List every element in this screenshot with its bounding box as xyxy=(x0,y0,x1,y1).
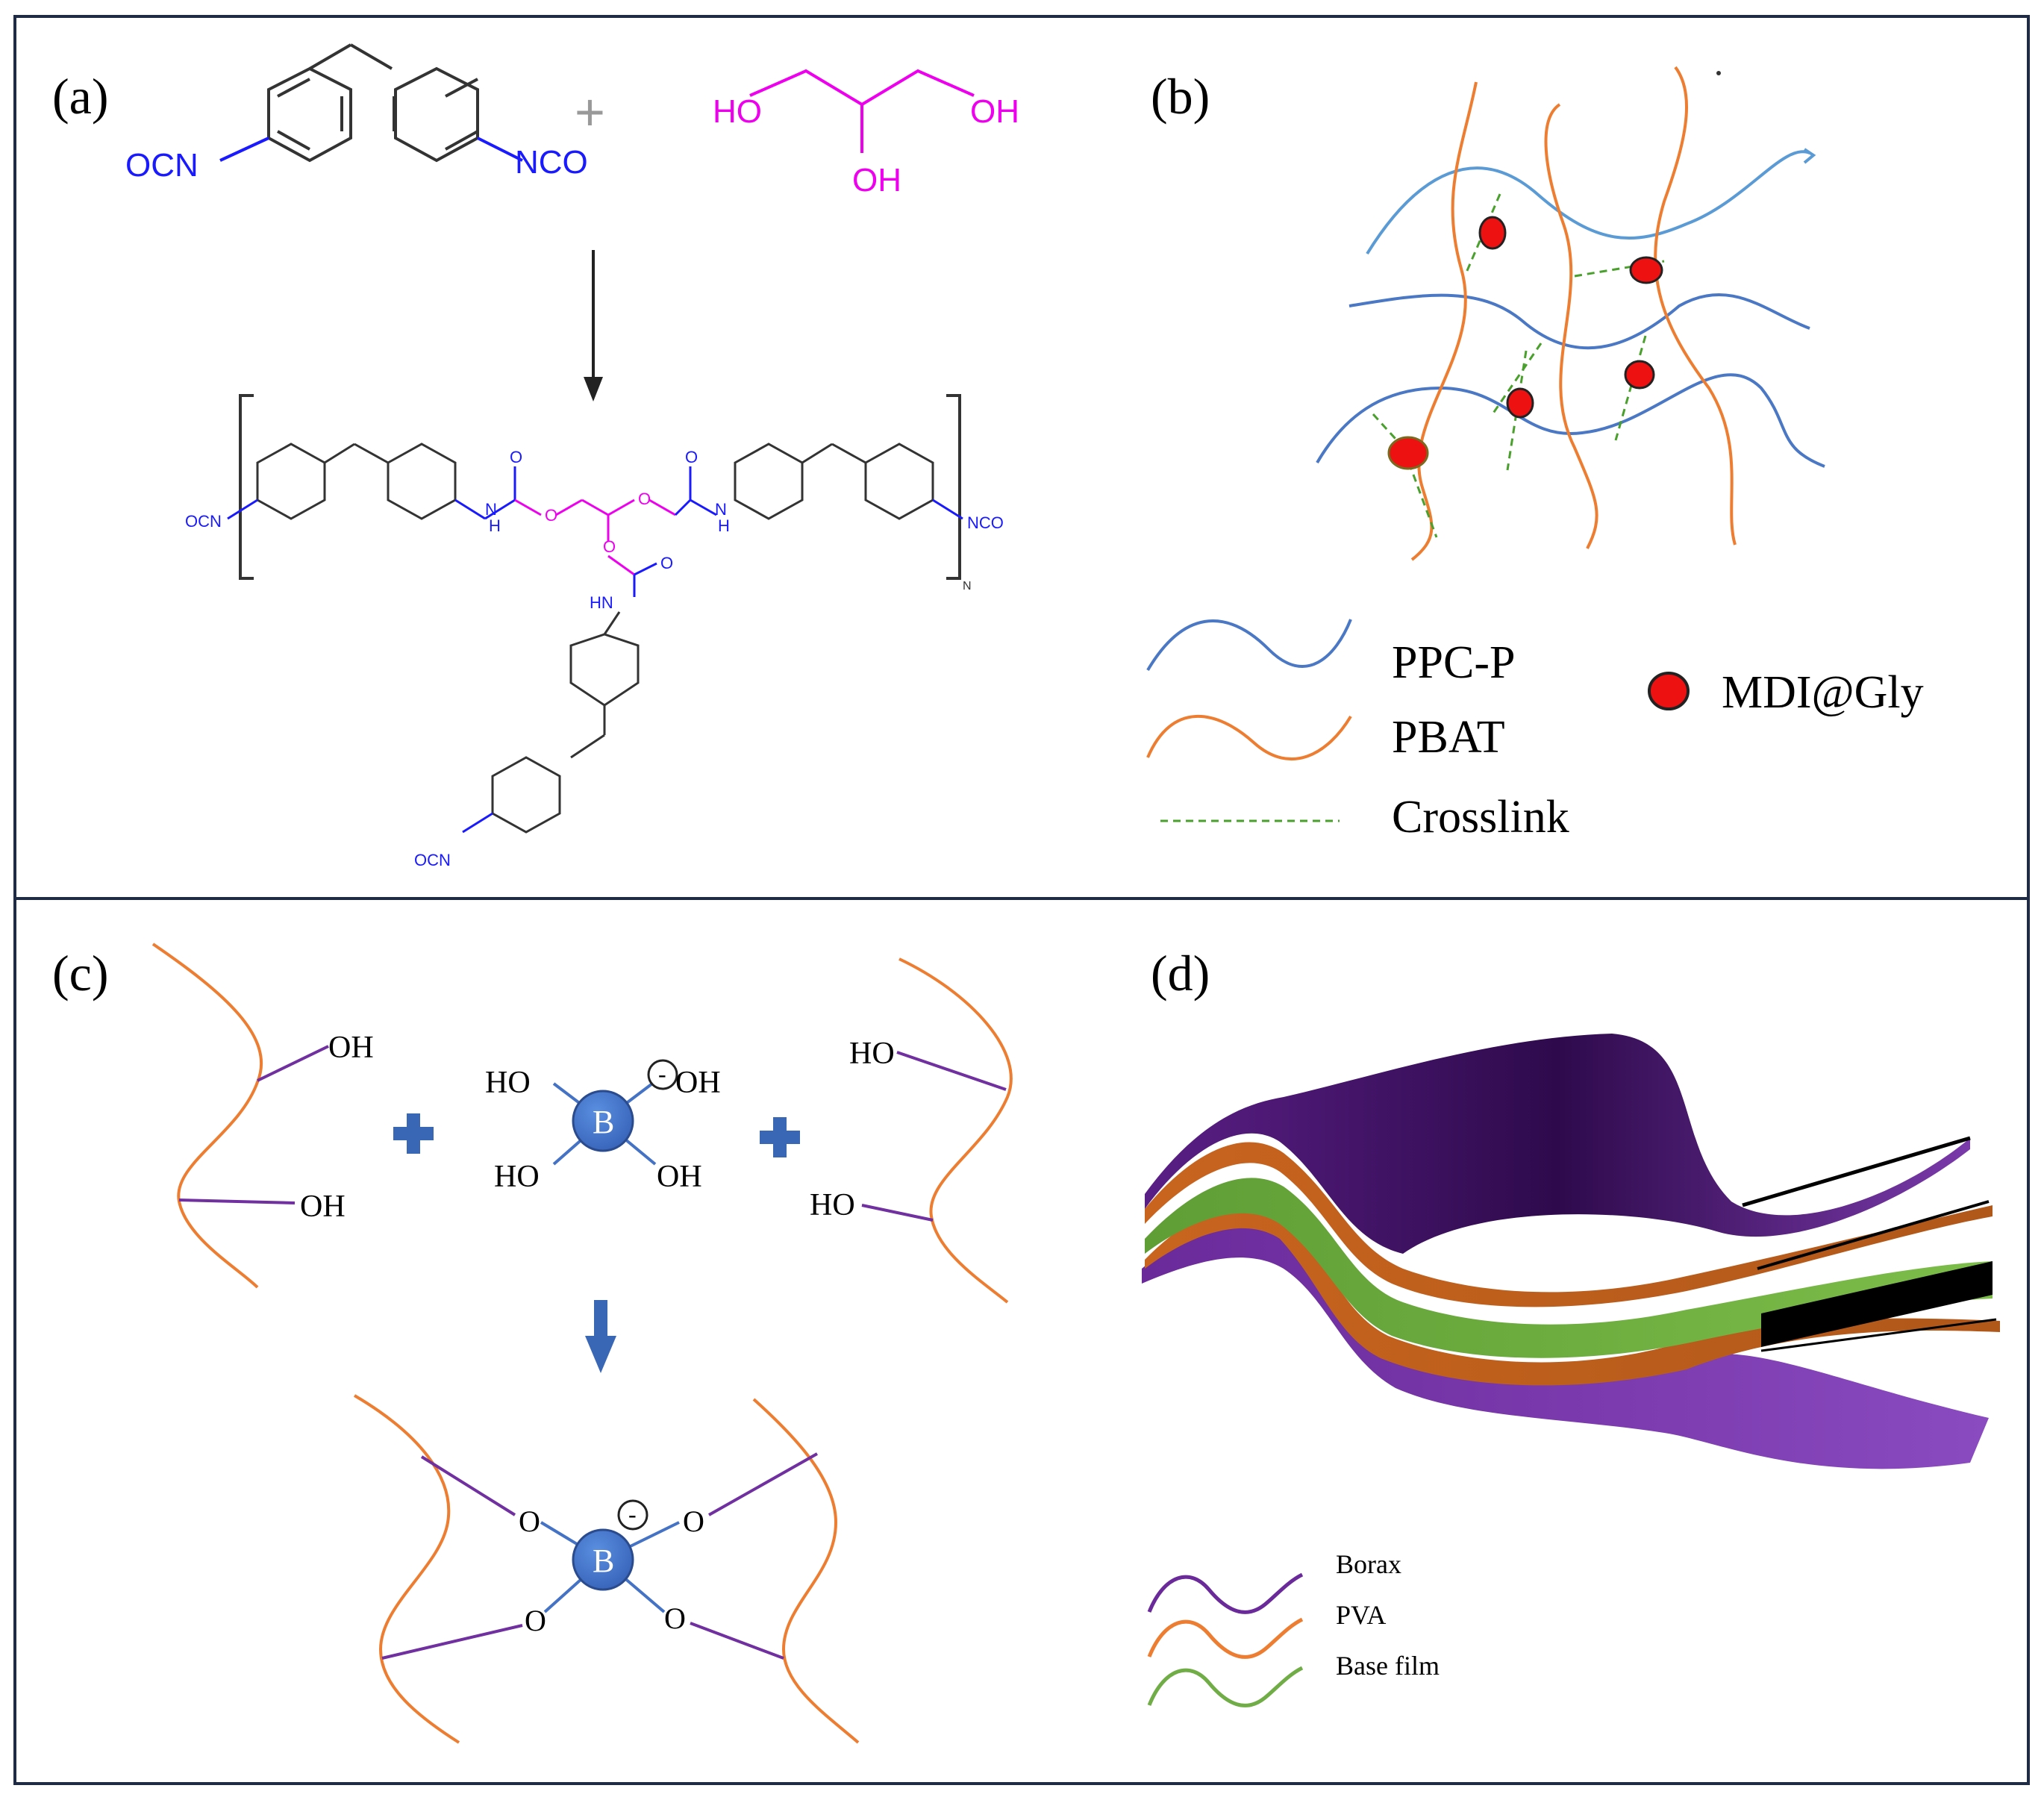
panel-d-legend: Borax PVA Base film xyxy=(1147,1549,1440,1707)
borax-crosslink-product: B - O O O O xyxy=(353,1394,860,1744)
pbat-chain-1 xyxy=(1410,81,1478,561)
layered-film-illustration xyxy=(1142,1034,2000,1469)
pva-top-edge xyxy=(1757,1200,1990,1270)
product-nh-right-n: N xyxy=(715,500,727,519)
legend-pbat: PBAT xyxy=(1392,712,1505,763)
borax-layer-bottom xyxy=(1142,1217,1989,1469)
product-o-mid-ether: O xyxy=(603,537,616,556)
down-arrow-icon xyxy=(585,1300,616,1373)
borate-oh-lr: OH xyxy=(657,1160,702,1194)
legend-base-film: Base film xyxy=(1336,1651,1440,1681)
ppc-p-chain-1 xyxy=(1366,150,1810,255)
legend-mdi-gly: MDI@Gly xyxy=(1722,667,1924,718)
legend-crosslink: Crosslink xyxy=(1392,792,1569,843)
bond-ho-bottom-right xyxy=(861,1204,934,1222)
pbat-chain-3 xyxy=(1654,66,1737,546)
ho-top-right: HO xyxy=(849,1037,895,1071)
oh-top-left: OH xyxy=(328,1031,374,1065)
product-ocn-left: OCN xyxy=(185,512,222,531)
panel-d-label: (d) xyxy=(1151,945,1210,1001)
base-film-edge xyxy=(1761,1261,1993,1347)
product-nco-right: NCO xyxy=(967,513,1004,532)
legend-mdi-gly-swatch xyxy=(1648,672,1690,710)
panel-b-label: (b) xyxy=(1151,68,1210,125)
borax-top-edge xyxy=(1742,1136,1971,1207)
product-o1: O xyxy=(519,1504,540,1538)
pva-layer-upper xyxy=(1145,1142,1993,1307)
crosslinks xyxy=(1372,193,1665,538)
product-ocn-bottom: OCN xyxy=(414,851,451,869)
pva-bottom-edge xyxy=(1760,1318,1997,1352)
panel-d: (d) Borax PVA Base film xyxy=(1142,945,2000,1707)
legend-pva: PVA xyxy=(1336,1600,1386,1630)
plus-left-icon xyxy=(393,1113,434,1154)
panel-a: (a) OCN NCO + HO OH OH xyxy=(52,43,1019,869)
mdi-molecule xyxy=(219,43,523,163)
product-charge: - xyxy=(628,1501,637,1528)
mdi-ocn-left: OCN xyxy=(125,147,199,184)
product-o-left-ether: O xyxy=(545,506,557,525)
legend-pbat-swatch xyxy=(1146,714,1352,761)
repeat-subscript: N xyxy=(963,580,972,593)
product-o3: O xyxy=(525,1604,546,1637)
legend-borax-swatch xyxy=(1147,1572,1304,1614)
product-boron-atom: B xyxy=(593,1543,614,1579)
panel-c: (c) OH OH B - HO OH HO OH xyxy=(52,943,1013,1744)
product-hn-branch: HN xyxy=(590,593,613,612)
legend-ppc-p-swatch xyxy=(1146,619,1352,672)
borate-ho-ll: HO xyxy=(494,1160,540,1194)
plus-sign: + xyxy=(575,83,605,141)
plus-right-icon xyxy=(760,1117,800,1157)
glycerol-oh-right: OH xyxy=(970,93,1019,130)
product-nh-left-h: H xyxy=(489,516,501,535)
oh-bottom-left: OH xyxy=(300,1190,346,1224)
pbat-chain-2 xyxy=(1544,103,1598,549)
glycerol-oh-middle: OH xyxy=(852,162,901,199)
polymer-network xyxy=(1316,66,1825,561)
product-o-left-carbonyl: O xyxy=(510,448,522,466)
mdi-nco-right: NCO xyxy=(515,144,588,181)
pva-chain-left xyxy=(151,943,263,1289)
product-o-branch-carbonyl: O xyxy=(660,554,673,572)
stray-dot xyxy=(1716,71,1721,75)
panel-c-label: (c) xyxy=(52,945,108,1001)
ppc-p-chain-2 xyxy=(1348,293,1810,350)
panel-b-legend: PPC-P PBAT Crosslink MDI@Gly xyxy=(1146,619,1924,843)
product-o-right-ether: O xyxy=(638,490,651,508)
product-negative-charge-icon xyxy=(617,1499,648,1531)
legend-base-film-swatch xyxy=(1147,1666,1304,1707)
negative-charge-icon xyxy=(647,1059,678,1090)
legend-borax: Borax xyxy=(1336,1549,1401,1579)
product-nh-right-h: H xyxy=(718,516,730,535)
product-o4: O xyxy=(664,1601,686,1635)
glycerol-molecule xyxy=(749,69,975,153)
panel-a-label: (a) xyxy=(52,68,108,125)
ppc-p-chain-3 xyxy=(1316,373,1825,468)
glycerol-ho-left: HO xyxy=(713,93,762,130)
bond-oh-bottom-left xyxy=(178,1199,296,1204)
product-nh-left-n: N xyxy=(485,500,497,519)
bond-ho-top-right xyxy=(896,1051,1007,1091)
product-polymer: OCN NCO H N O O O O O H N O HN OCN N xyxy=(185,394,1004,869)
product-o-right-carbonyl: O xyxy=(685,448,698,466)
boron-atom: B xyxy=(593,1104,614,1140)
panel-b: (b) xyxy=(1146,66,1924,843)
reaction-arrow xyxy=(584,250,603,401)
pva-chain-right xyxy=(898,957,1013,1304)
borate-ho-ul: HO xyxy=(485,1066,531,1100)
borax-layer-top xyxy=(1145,1034,1970,1254)
borate-oh-ur: OH xyxy=(675,1066,721,1100)
ho-bottom-right: HO xyxy=(810,1188,855,1222)
borate-ion: B - HO OH HO OH xyxy=(485,1059,721,1194)
bond-oh-top-left xyxy=(257,1045,329,1082)
borate-charge: - xyxy=(658,1060,666,1087)
legend-pva-swatch xyxy=(1147,1617,1304,1659)
mdi-gly-nodes xyxy=(1387,216,1663,470)
legend-ppc-p: PPC-P xyxy=(1392,637,1515,688)
product-o2: O xyxy=(683,1504,704,1538)
